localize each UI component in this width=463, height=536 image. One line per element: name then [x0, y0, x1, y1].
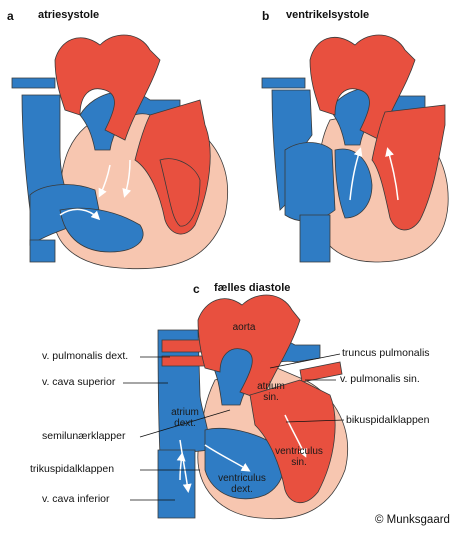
leader-semilunar: [139, 409, 231, 438]
panel-a-title: atriesystole: [38, 9, 100, 21]
inner-label-atrium-sin: atrium sin.: [257, 381, 285, 403]
panel-b-title: ventrikelsystole: [286, 9, 370, 21]
label-v-pulmonalis-sin: v. pulmonalis sin.: [340, 373, 420, 385]
heart-b-left-heart: [371, 104, 446, 231]
inner-label-atrium-dext: atrium dext.: [171, 407, 199, 429]
label-semilunaerklapper: semilunærklapper: [42, 430, 126, 442]
heart-a-flow-arrow-2: [122, 159, 132, 198]
inner-label-ventriculus-sin: ventriculus sin.: [275, 446, 323, 468]
heart-a-vena-cava-inferior: [29, 239, 56, 263]
heart-c-flow-arrow-3: [176, 452, 186, 481]
heart-a-pulm-vein-left: [11, 77, 56, 89]
heart-c-left-heart: [249, 379, 336, 504]
heart-b-flow-arrow-2: [385, 147, 399, 201]
label-trikuspidalklappen: trikuspidalklappen: [30, 463, 115, 475]
heart-b: [261, 34, 449, 263]
heart-c-flow-arrow-2: [179, 439, 192, 493]
heart-b-flow-arrow-1: [349, 147, 363, 201]
label-bikuspidalklappen: bikuspidalklappen: [346, 414, 430, 426]
label-truncus-pulmonalis: truncus pulmonalis: [342, 347, 430, 359]
heart-c-pulm-vein-left: [299, 361, 343, 383]
heart-a-left-ventricle-inner: [159, 158, 201, 227]
label-v-cava-inferior: v. cava inferior: [42, 493, 110, 505]
inner-label-aorta: aorta: [232, 322, 256, 333]
heart-c-flow-arrow-1: [204, 444, 251, 472]
leader-truncus: [269, 353, 341, 369]
leader-bikuspid: [285, 419, 345, 423]
heart-a-flow-arrow-3: [98, 164, 111, 198]
heart-c: [157, 294, 348, 520]
heart-a-right-ventricle: [59, 207, 144, 253]
label-v-pulmonalis-dext: v. pulmonalis dext.: [42, 350, 129, 362]
heart-b-vena-cava-inferior: [299, 214, 331, 263]
leader-lines: [123, 353, 345, 501]
panel-c-title: fælles diastole: [214, 282, 291, 294]
heart-c-flow-arrow-4: [284, 414, 307, 458]
heart-c-pulm-vein-right: [161, 339, 206, 353]
inner-label-ventriculus-dext: ventriculus dext.: [218, 473, 266, 495]
label-v-cava-superior: v. cava superior: [42, 376, 116, 388]
copyright-text: © Munksgaard: [375, 514, 450, 526]
panel-a-letter: a: [7, 9, 14, 23]
panel-b-letter: b: [262, 9, 270, 23]
heart-a-flow-arrow-1: [59, 208, 101, 221]
heart-b-right-atrium: [284, 142, 336, 222]
heart-a: [11, 34, 229, 270]
heart-a-aorta: [54, 34, 161, 141]
heart-b-pulm-vein-left: [261, 77, 306, 89]
heart-c-vena-cava-inferior: [157, 449, 196, 519]
heart-c-pulm-vein-right-2: [161, 355, 206, 367]
panel-c-letter: c: [193, 282, 200, 296]
